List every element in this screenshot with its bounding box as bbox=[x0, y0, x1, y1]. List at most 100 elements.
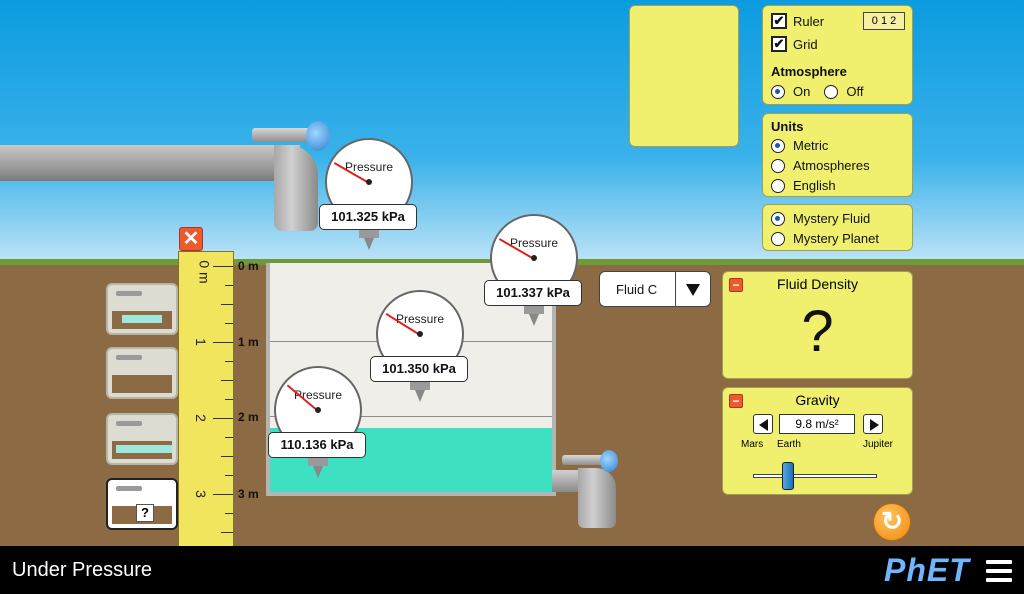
pressure-gauge-1[interactable]: Pressure 101.325 kPa bbox=[319, 138, 419, 250]
water-icon bbox=[122, 315, 162, 323]
ruler-tick bbox=[221, 532, 233, 533]
gauge-label: Pressure bbox=[344, 160, 394, 174]
units-option-metric[interactable]: Metric bbox=[771, 138, 828, 153]
gravity-panel: − Gravity 9.8 m/s² Mars Earth Jupiter bbox=[722, 387, 913, 495]
gauge-readout: 110.136 kPa bbox=[268, 432, 366, 458]
fluid-dropdown[interactable]: Fluid C bbox=[599, 271, 711, 307]
fluid-dropdown-value: Fluid C bbox=[616, 282, 658, 297]
gauge-tip bbox=[364, 238, 374, 250]
phet-logo[interactable]: PhET bbox=[884, 552, 970, 588]
gauge-stem bbox=[359, 230, 379, 238]
ruler-tick bbox=[213, 266, 233, 267]
units-option-label: Metric bbox=[793, 138, 829, 153]
gauge-tip bbox=[415, 390, 425, 402]
ruler-tick bbox=[225, 399, 233, 400]
chevron-down-icon[interactable] bbox=[686, 284, 700, 296]
display-options-panel: ✔ Ruler 0 1 2 ✔ Grid Atmosphere On Off bbox=[762, 5, 913, 105]
ruler-checkbox-label: Ruler bbox=[793, 13, 825, 29]
pool-select-button-trapezoid[interactable] bbox=[106, 347, 178, 399]
input-valve-handle[interactable] bbox=[252, 128, 312, 142]
grid-line-2m bbox=[270, 416, 552, 417]
ruler-tick bbox=[225, 323, 233, 324]
water-icon bbox=[116, 445, 172, 453]
gravity-label-jupiter: Jupiter bbox=[863, 439, 894, 450]
depth-label-0m: 0 m bbox=[238, 259, 259, 273]
ruler-tick bbox=[225, 437, 233, 438]
pressure-gauge-4[interactable]: Pressure 110.136 kPa bbox=[268, 366, 368, 478]
units-english-radio[interactable] bbox=[771, 178, 785, 193]
atmosphere-on-radio[interactable] bbox=[771, 84, 785, 99]
ruler-checkbox-row[interactable]: ✔ Ruler bbox=[771, 13, 824, 29]
input-valve-knob[interactable] bbox=[306, 121, 330, 151]
gauge-stem bbox=[308, 458, 328, 466]
ruler-tick bbox=[225, 475, 233, 476]
faucet-icon bbox=[116, 421, 142, 426]
gauge-stem bbox=[410, 382, 430, 390]
gauge-readout: 101.350 kPa bbox=[370, 356, 468, 382]
ruler-checkbox[interactable]: ✔ bbox=[771, 13, 787, 29]
pool-select-button-square[interactable] bbox=[106, 283, 178, 335]
sim-title: Under Pressure bbox=[12, 559, 153, 581]
pool-select-button-chamber[interactable] bbox=[106, 413, 178, 465]
collapse-icon[interactable]: − bbox=[729, 278, 743, 292]
reset-all-button[interactable]: ↻ bbox=[873, 503, 911, 541]
mystery-fluid-option[interactable]: Mystery Fluid bbox=[771, 211, 870, 226]
pressure-gauge-2[interactable]: Pressure 101.337 kPa bbox=[484, 214, 584, 326]
ruler-tick bbox=[221, 380, 233, 381]
gauge-stem bbox=[524, 306, 544, 314]
gauge-tip bbox=[313, 466, 323, 478]
fluid-density-value: ? bbox=[801, 299, 834, 364]
gauge-hub bbox=[531, 255, 537, 261]
gauge-hub bbox=[417, 331, 423, 337]
mystery-option-label: Mystery Planet bbox=[793, 231, 879, 246]
gravity-slider-track[interactable] bbox=[753, 474, 877, 478]
dropdown-separator bbox=[675, 272, 676, 306]
ruler-close-icon[interactable]: ✕ bbox=[179, 227, 203, 251]
ruler[interactable]: 0 m 1 2 3 bbox=[178, 251, 234, 547]
atmosphere-off-radio[interactable] bbox=[824, 84, 839, 99]
mystery-planet-radio[interactable] bbox=[771, 231, 785, 246]
output-valve-handle[interactable] bbox=[562, 455, 606, 465]
fluid-density-panel: − Fluid Density ? bbox=[722, 271, 913, 379]
gauge-hub bbox=[315, 407, 321, 413]
ruler-tick bbox=[225, 513, 233, 514]
mystery-fluid-radio[interactable] bbox=[771, 211, 785, 226]
ruler-number: 1 bbox=[192, 338, 209, 346]
units-metric-radio[interactable] bbox=[771, 138, 785, 153]
atmosphere-off-label: Off bbox=[846, 84, 864, 99]
ruler-tick bbox=[225, 285, 233, 286]
units-atmospheres-radio[interactable] bbox=[771, 158, 785, 173]
arrow-right-icon bbox=[870, 419, 879, 431]
hamburger-menu-icon[interactable] bbox=[986, 560, 1012, 582]
ruler-tick bbox=[225, 361, 233, 362]
units-option-atmospheres[interactable]: Atmospheres bbox=[771, 158, 870, 173]
ruler-tick bbox=[221, 456, 233, 457]
pool-thumbnail bbox=[112, 375, 172, 393]
pool-select-button-mystery[interactable]: ? bbox=[106, 478, 178, 530]
pressure-gauge-3[interactable]: Pressure 101.350 kPa bbox=[370, 290, 470, 402]
gauge-label: Pressure bbox=[395, 312, 445, 326]
units-option-label: Atmospheres bbox=[793, 158, 870, 173]
gauge-label: Pressure bbox=[293, 388, 343, 402]
gravity-slider-thumb[interactable] bbox=[781, 462, 794, 490]
collapse-icon[interactable]: − bbox=[729, 394, 743, 408]
faucet-icon bbox=[116, 355, 142, 360]
gauge-label: Pressure bbox=[509, 236, 559, 250]
sensor-toolbox[interactable] bbox=[629, 5, 739, 147]
mystery-planet-option[interactable]: Mystery Planet bbox=[771, 231, 879, 246]
gauge-tip bbox=[529, 314, 539, 326]
gravity-title: Gravity bbox=[795, 392, 840, 408]
gravity-decrease-button[interactable] bbox=[753, 414, 773, 434]
output-valve-knob[interactable] bbox=[600, 450, 618, 472]
depth-label-1m: 1 m bbox=[238, 335, 259, 349]
gauge-readout: 101.337 kPa bbox=[484, 280, 582, 306]
units-option-english[interactable]: English bbox=[771, 178, 836, 193]
atmosphere-radio-group: On Off bbox=[771, 84, 863, 99]
grid-checkbox[interactable]: ✔ bbox=[771, 36, 787, 52]
fluid-density-title: Fluid Density bbox=[777, 276, 858, 292]
gravity-increase-button[interactable] bbox=[863, 414, 883, 434]
grid-checkbox-row[interactable]: ✔ Grid bbox=[771, 36, 818, 52]
ruler-tick bbox=[221, 304, 233, 305]
mystery-panel: Mystery Fluid Mystery Planet bbox=[762, 204, 913, 251]
ruler-number: 0 m bbox=[196, 260, 213, 284]
